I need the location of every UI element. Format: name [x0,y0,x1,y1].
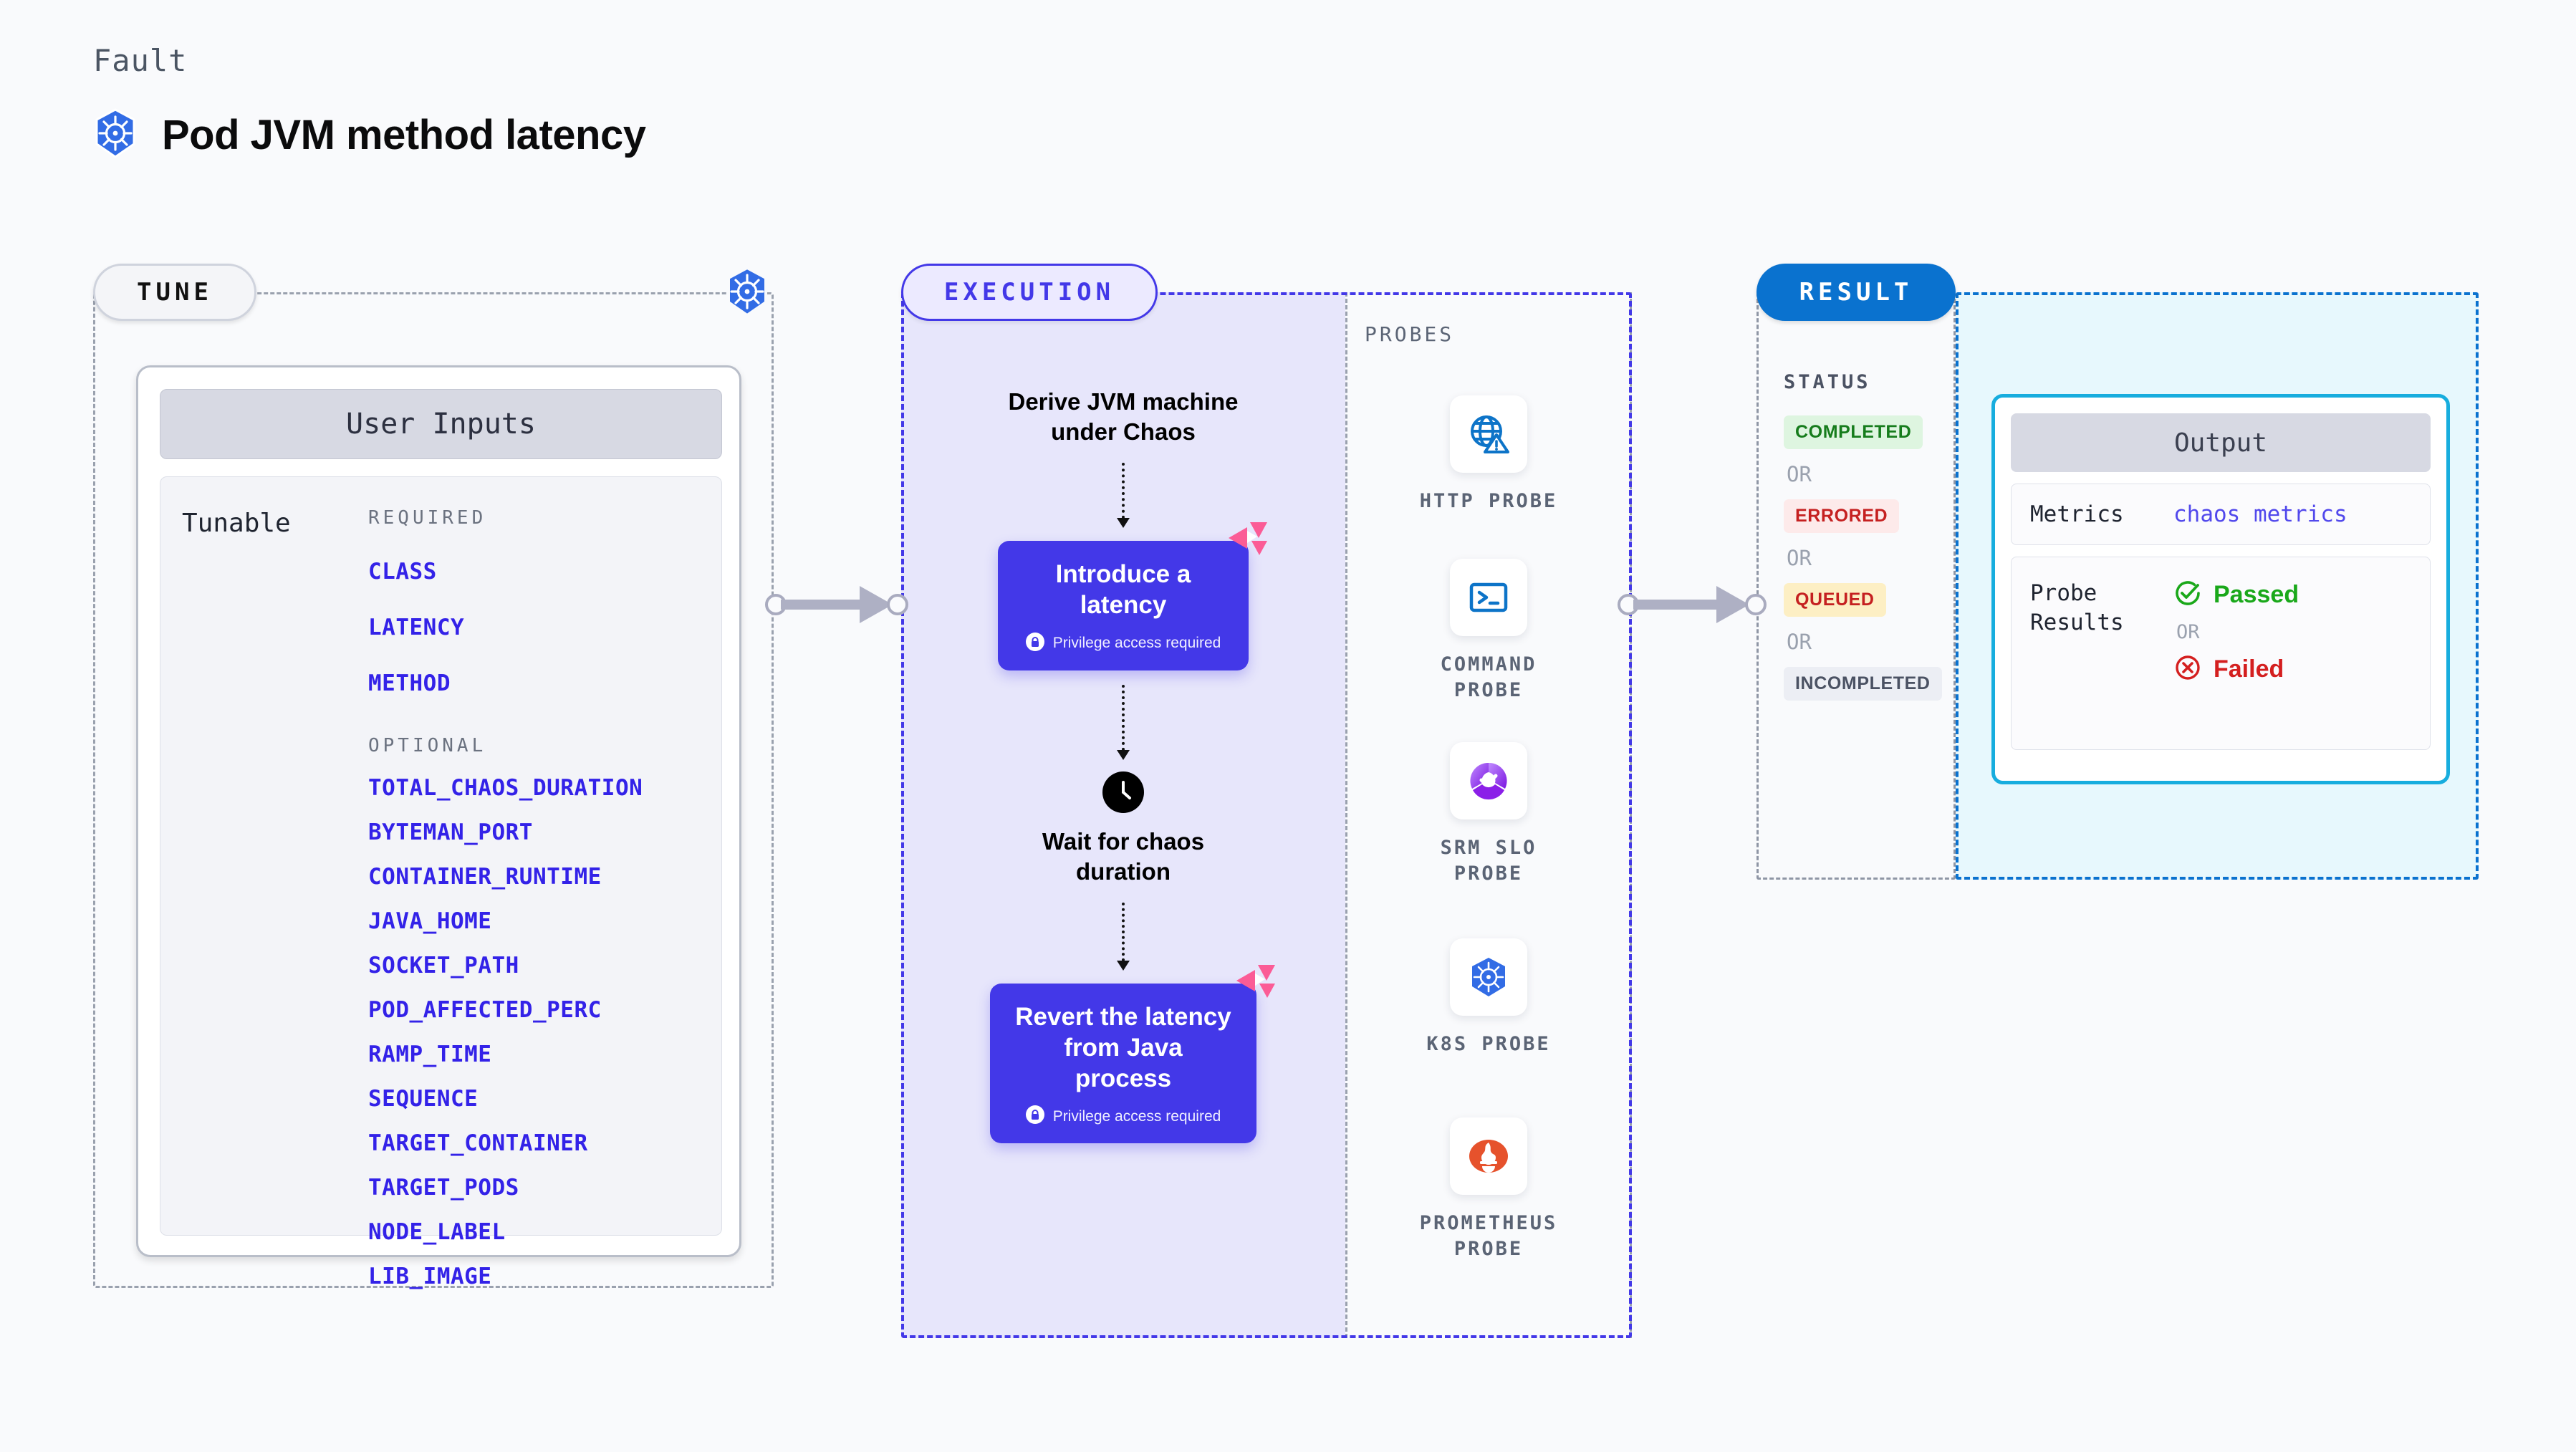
connector-tune-to-execution [765,586,908,623]
required-parameter-list: CLASS LATENCY METHOD [368,559,705,696]
tune-pill[interactable]: TUNE [93,264,256,321]
parameter-item[interactable]: JAVA_HOME [368,908,492,934]
parameter-item[interactable]: BYTEMAN_PORT [368,819,533,845]
x-circle-icon [2173,653,2202,686]
status-badge: QUEUED [1784,583,1886,617]
page-header: Fault Pod JVM method latency [93,43,646,162]
parameter-item[interactable]: LATENCY [368,615,465,640]
parameter-item[interactable]: SEQUENCE [368,1086,479,1112]
prometheus-icon [1450,1117,1527,1195]
user-inputs-header: User Inputs [160,389,722,459]
execution-pill[interactable]: EXECUTION [901,264,1158,321]
check-circle-icon [2173,579,2202,611]
probes-label: PROBES [1365,322,1455,346]
page-title-row: Pod JVM method latency [93,108,646,162]
output-header: Output [2011,413,2431,472]
probe-prometheus[interactable]: PROMETHEUS PROBE [1345,1117,1632,1263]
lock-icon [1025,1105,1044,1128]
parameter-item[interactable]: TARGET_CONTAINER [368,1130,588,1156]
parameter-item[interactable]: LIB_IMAGE [368,1264,492,1289]
failed-label: Failed [2214,655,2284,683]
srm-slo-icon [1450,742,1527,819]
privilege-text: Privilege access required [1052,1107,1221,1125]
or-separator: OR [2176,621,2200,644]
globe-warning-icon [1450,395,1527,473]
tunable-label: Tunable [182,509,291,538]
probe-label: SRM SLO PROBE [1440,837,1537,885]
metrics-value[interactable]: chaos metrics [2173,501,2347,528]
parameter-item[interactable]: CLASS [368,559,437,585]
fault-eyebrow: Fault [93,43,188,78]
result-pill[interactable]: RESULT [1756,264,1956,321]
flow-step-text: Wait for chaos duration [1042,827,1205,885]
optional-section-label: OPTIONAL [368,735,487,756]
tune-region [93,292,774,1288]
probe-result-failed: Failed [2173,653,2299,686]
metrics-key: Metrics [2030,501,2124,527]
status-badge: COMPLETED [1784,415,1923,449]
probe-label: HTTP PROBE [1419,490,1558,512]
action-title: Revert the latency from Java process [1015,1003,1231,1092]
parameter-item[interactable]: CONTAINER_RUNTIME [368,864,602,890]
action-introduce-latency[interactable]: Introduce a latency Privilege access req… [998,522,1267,670]
optional-parameter-list: TOTAL_CHAOS_DURATION BYTEMAN_PORT CONTAI… [368,775,705,1289]
probe-results-values: Passed OR Failed [2173,579,2299,686]
execution-flow: Derive JVM machine under Chaos Introduce… [901,292,1345,1338]
page-title: Pod JVM method latency [162,112,646,158]
probe-results-key: Probe Results [2030,580,2124,635]
clock-icon [1102,771,1144,817]
parameter-item[interactable]: METHOD [368,670,451,696]
output-card: Output Metrics chaos metrics Probe Resul… [1991,394,2450,784]
lock-icon [1025,632,1044,655]
user-inputs-card: User Inputs Tunable REQUIRED CLASS LATEN… [136,365,741,1289]
privilege-note: Privilege access required [1013,1105,1234,1128]
parameter-item[interactable]: RAMP_TIME [368,1042,492,1067]
privilege-note: Privilege access required [1021,632,1226,655]
probe-http[interactable]: HTTP PROBE [1345,395,1632,514]
parameter-item[interactable]: NODE_LABEL [368,1219,506,1245]
probe-results-row: Probe Results Passed OR [2011,557,2431,751]
or-separator: OR [1787,462,1812,486]
or-separator: OR [1787,546,1812,570]
tunable-box: Tunable REQUIRED CLASS LATENCY METHOD OP… [160,476,722,1289]
kubernetes-icon [725,266,769,320]
probe-label: COMMAND PROBE [1440,653,1537,702]
probe-srm-slo[interactable]: SRM SLO PROBE [1345,742,1632,888]
probe-label: K8S PROBE [1426,1033,1551,1055]
required-section-label: REQUIRED [368,507,487,529]
flow-arrow [1117,463,1130,529]
metrics-row: Metrics chaos metrics [2011,484,2431,546]
litmus-icon [1226,519,1270,566]
kubernetes-icon [1450,938,1527,1016]
action-title: Introduce a latency [1055,560,1191,620]
terminal-icon [1450,559,1527,636]
parameter-item[interactable]: TOTAL_CHAOS_DURATION [368,775,643,801]
flow-arrow [1117,903,1130,971]
passed-label: Passed [2214,581,2299,609]
status-label: STATUS [1784,371,1871,393]
probe-label: PROMETHEUS PROBE [1419,1212,1558,1261]
status-badge: ERRORED [1784,499,1900,533]
connector-probes-to-result [1618,586,1768,623]
or-separator: OR [1787,630,1812,654]
parameter-item[interactable]: TARGET_PODS [368,1175,519,1201]
probe-command[interactable]: COMMAND PROBE [1345,559,1632,704]
status-badge: INCOMPLETED [1784,667,1942,701]
probe-k8s[interactable]: K8S PROBE [1345,938,1632,1057]
privilege-text: Privilege access required [1052,635,1221,652]
parameter-item[interactable]: SOCKET_PATH [368,953,519,979]
probe-result-passed: Passed [2173,579,2299,611]
kubernetes-icon [93,108,138,162]
action-revert-latency[interactable]: Revert the latency from Java process Pri… [990,965,1275,1144]
execution-region [901,292,1632,1338]
litmus-icon [1234,962,1278,1009]
flow-arrow [1117,684,1130,760]
parameter-column: REQUIRED CLASS LATENCY METHOD OPTIONAL T… [368,507,705,1289]
parameter-item[interactable]: POD_AFFECTED_PERC [368,997,602,1023]
status-list: COMPLETED OR ERRORED OR QUEUED OR INCOMP… [1784,415,1963,701]
flow-step-text: Derive JVM machine under Chaos [1008,388,1239,446]
